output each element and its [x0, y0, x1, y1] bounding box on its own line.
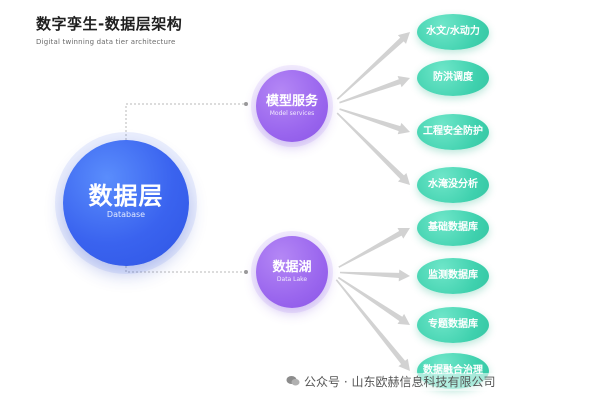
leaf-node-base-database: 基础数据库: [417, 210, 489, 246]
leaf-node-flood-dispatch: 防洪调度: [417, 60, 489, 96]
leaf-node-thematic-database: 专题数据库: [417, 307, 489, 343]
arrow-to-leaf-1: [336, 32, 410, 100]
branch-node-label: 模型服务: [265, 94, 318, 109]
root-to-model-connector: [125, 103, 246, 140]
root-node-database: 数据层 Database: [63, 140, 189, 266]
branch-node-label: 数据湖: [272, 260, 312, 275]
arrow-to-leaf-6: [339, 269, 410, 282]
diagram-title: 数字孪生-数据层架构: [36, 15, 183, 33]
root-node-sublabel: Database: [106, 210, 146, 219]
arrow-to-leaf-5: [338, 228, 410, 268]
leaf-node-monitoring-database: 监测数据库: [417, 258, 489, 294]
leaf-node-inundation-analysis: 水淹没分析: [417, 167, 489, 203]
root-to-model-dot: [244, 102, 248, 106]
arrow-group: [335, 32, 410, 371]
root-to-lake-dot: [244, 270, 248, 274]
diagram-subtitle: Digital twinning data tier architecture: [36, 38, 176, 46]
wechat-icon: [286, 374, 300, 386]
arrow-to-leaf-2: [339, 76, 410, 104]
arrow-to-leaf-4: [336, 112, 410, 185]
arrow-to-leaf-3: [339, 108, 410, 135]
arrow-to-leaf-8: [335, 279, 410, 371]
leaf-node-hydrology: 水文/水动力: [417, 14, 489, 50]
watermark-text: 公众号 · 山东欧赫信息科技有限公司: [304, 375, 496, 389]
arrow-to-leaf-7: [337, 276, 410, 325]
branch-node-data-lake: 数据湖 Data Lake: [256, 236, 328, 308]
branch-node-sublabel: Data Lake: [276, 276, 308, 283]
branch-node-model-services: 模型服务 Model services: [256, 70, 328, 142]
root-to-lake-connector: [125, 266, 246, 273]
root-node-label: 数据层: [88, 182, 164, 210]
leaf-node-engineering-safety: 工程安全防护: [417, 114, 489, 150]
watermark: 公众号 · 山东欧赫信息科技有限公司: [286, 373, 500, 391]
branch-node-sublabel: Model services: [269, 110, 315, 117]
